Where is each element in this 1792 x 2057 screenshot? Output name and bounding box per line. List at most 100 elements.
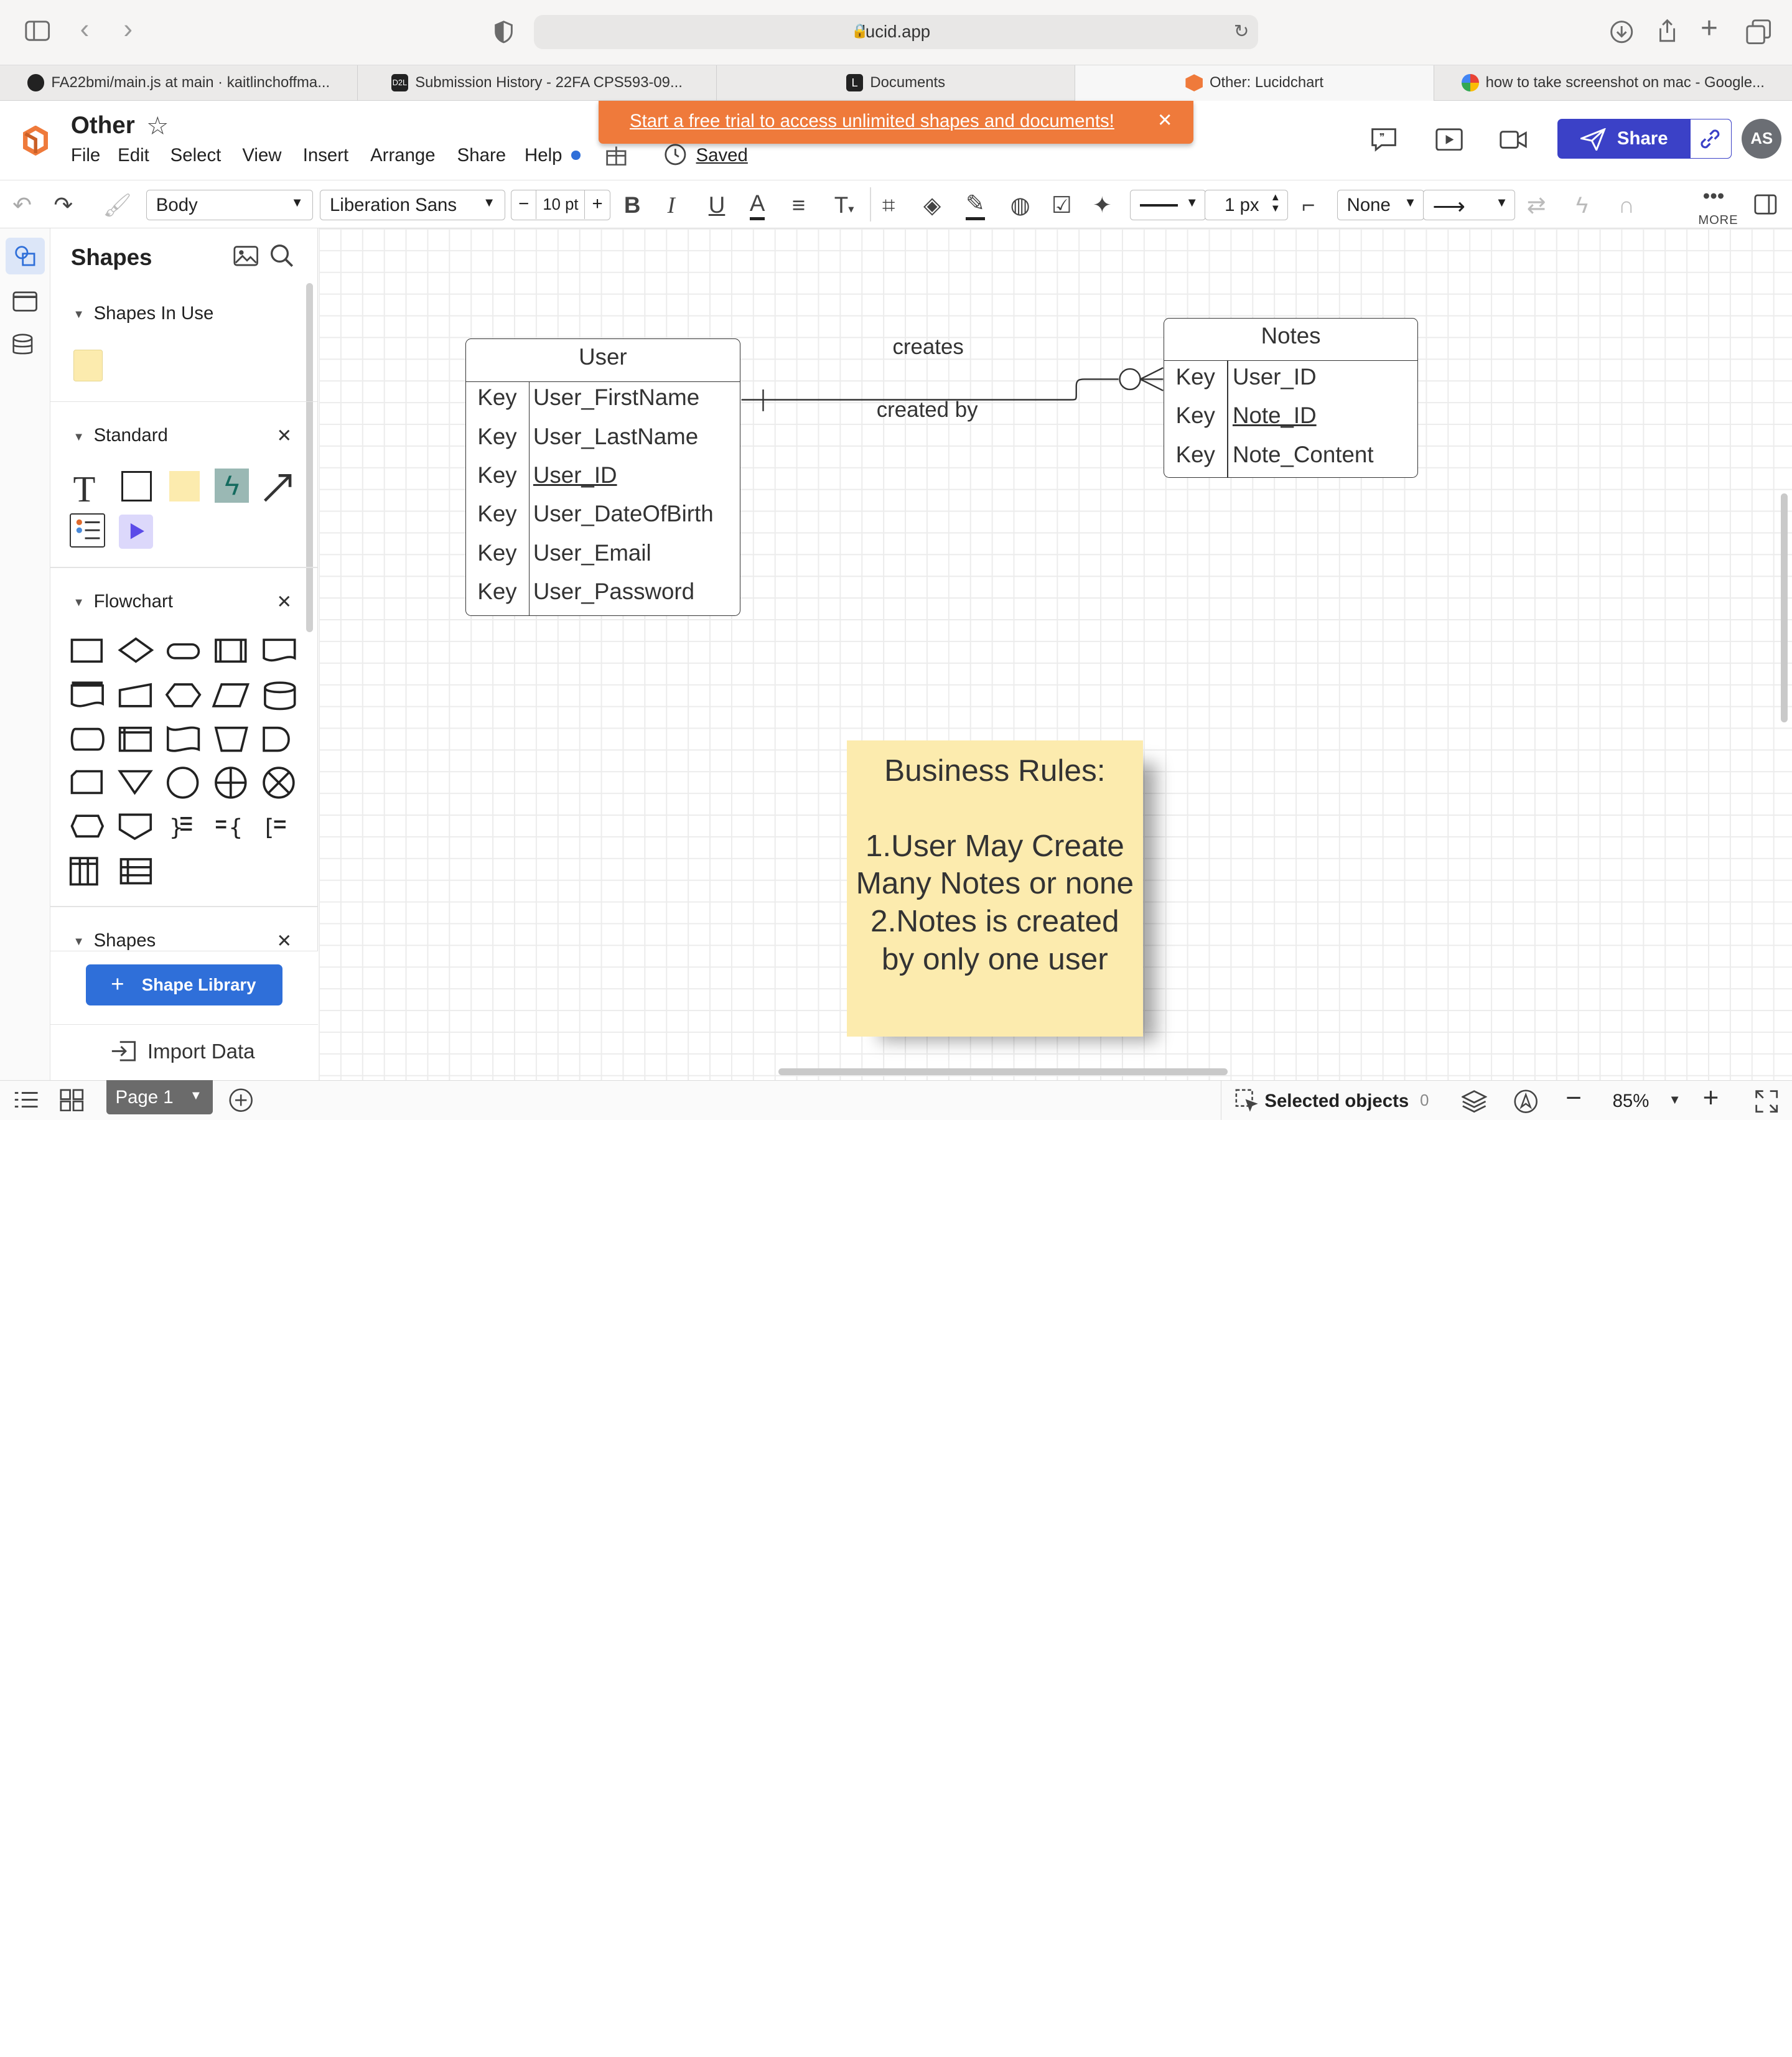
- underline-icon[interactable]: U: [708, 192, 726, 218]
- caret-down-icon[interactable]: ▼: [73, 595, 85, 609]
- tab-d2l[interactable]: D2L Submission History - 22FA CPS593-09.…: [358, 65, 717, 101]
- align-center-icon[interactable]: ≡: [791, 192, 806, 218]
- list-shape-icon[interactable]: [70, 513, 105, 548]
- key-label[interactable]: Key: [477, 385, 517, 411]
- section-standard[interactable]: Standard: [93, 425, 168, 446]
- image-search-icon[interactable]: [233, 245, 261, 273]
- field-user-dateofbirth[interactable]: User_DateOfBirth: [533, 501, 714, 527]
- redo-icon[interactable]: ↷: [54, 192, 73, 218]
- shape-library-button[interactable]: + Shape Library: [85, 964, 282, 1006]
- key-label[interactable]: Key: [477, 501, 517, 527]
- share-sheet-icon[interactable]: [1657, 18, 1678, 47]
- tab-overview-icon[interactable]: [1746, 19, 1771, 49]
- section-shapes[interactable]: Shapes: [93, 930, 156, 951]
- shield-icon[interactable]: [493, 21, 514, 47]
- new-tab-icon[interactable]: +: [1701, 11, 1718, 45]
- tab-google[interactable]: how to take screenshot on mac - Google..…: [1434, 65, 1792, 101]
- italic-icon[interactable]: I: [667, 192, 675, 218]
- saved-status[interactable]: Saved: [696, 145, 748, 166]
- key-label[interactable]: Key: [477, 539, 517, 566]
- relationship-label-created-by[interactable]: created by: [876, 398, 978, 422]
- line-color-icon[interactable]: ✎: [966, 192, 985, 220]
- relationship-label-creates[interactable]: creates: [892, 335, 964, 360]
- style-select[interactable]: Body ▼: [146, 189, 314, 221]
- notes-entity[interactable]: Notes Key User_ID Key Note_ID Key Note_C…: [1163, 317, 1419, 478]
- menu-select[interactable]: Select: [170, 145, 222, 166]
- section-flowchart[interactable]: Flowchart: [93, 590, 173, 612]
- text-options-icon[interactable]: T▾: [834, 192, 854, 218]
- font-size-stepper[interactable]: − 10 pt +: [511, 189, 610, 221]
- text-shape-icon[interactable]: T: [73, 469, 96, 510]
- swap-icon[interactable]: ⇄: [1526, 192, 1546, 218]
- action-shape-icon[interactable]: ϟ: [215, 469, 250, 503]
- page-list-icon[interactable]: [14, 1089, 39, 1115]
- magnet-icon[interactable]: ∩: [1618, 192, 1635, 218]
- business-rules-note[interactable]: Business Rules: 1.User May Create Many N…: [846, 740, 1143, 1037]
- menu-share[interactable]: Share: [457, 145, 506, 166]
- note-shape-icon[interactable]: [169, 470, 200, 502]
- field-note-id[interactable]: Note_ID: [1232, 403, 1317, 429]
- video-icon[interactable]: [1500, 129, 1527, 155]
- field-user-password[interactable]: User_Password: [533, 579, 695, 605]
- present-icon[interactable]: [1435, 128, 1463, 156]
- undo-icon[interactable]: ↶: [12, 192, 32, 218]
- shapes-tab-button[interactable]: [6, 238, 45, 274]
- avatar[interactable]: AS: [1742, 119, 1782, 159]
- search-icon[interactable]: [269, 243, 294, 273]
- entity-title[interactable]: Notes: [1164, 319, 1418, 361]
- format-painter-icon[interactable]: 🖌: [103, 192, 132, 218]
- forward-icon[interactable]: ›: [123, 14, 133, 45]
- entity-title[interactable]: User: [465, 339, 740, 383]
- rectangle-shape-icon[interactable]: [121, 470, 152, 502]
- field-user-lastname[interactable]: User_LastName: [533, 423, 699, 449]
- key-label[interactable]: Key: [477, 423, 517, 449]
- font-select[interactable]: Liberation Sans ▼: [320, 189, 505, 221]
- field-note-content[interactable]: Note_Content: [1232, 441, 1374, 467]
- text-color-icon[interactable]: A: [749, 192, 765, 220]
- navigate-icon[interactable]: [1513, 1089, 1538, 1119]
- font-size-increase-button[interactable]: +: [584, 190, 609, 219]
- lightning-icon[interactable]: ϟ: [1575, 192, 1589, 218]
- tab-documents[interactable]: L Documents: [717, 65, 1076, 101]
- menu-view[interactable]: View: [242, 145, 282, 166]
- font-size-value[interactable]: 10 pt: [543, 196, 579, 214]
- canvas-horizontal-scrollbar[interactable]: [778, 1068, 1228, 1076]
- key-label[interactable]: Key: [1175, 403, 1215, 429]
- page-grid-icon[interactable]: [59, 1088, 85, 1117]
- back-icon[interactable]: ‹: [80, 14, 90, 45]
- line-style-select[interactable]: ▼: [1130, 189, 1206, 221]
- key-label[interactable]: Key: [1175, 364, 1215, 390]
- menu-insert[interactable]: Insert: [302, 145, 349, 166]
- field-user-firstname[interactable]: User_FirstName: [533, 385, 700, 411]
- chevron-down-icon[interactable]: ▼: [1668, 1093, 1681, 1107]
- zoom-level[interactable]: 85%: [1612, 1091, 1650, 1112]
- menu-help[interactable]: Help: [525, 145, 562, 166]
- field-user-email[interactable]: User_Email: [533, 539, 651, 566]
- magic-wand-icon[interactable]: ✦: [1092, 192, 1112, 218]
- close-icon[interactable]: ✕: [276, 426, 292, 447]
- line-width-stepper[interactable]: 1 px ▲▼: [1204, 189, 1288, 221]
- key-label[interactable]: Key: [477, 462, 517, 488]
- selection-status[interactable]: Selected objects 0: [1220, 1080, 1449, 1120]
- more-label[interactable]: MORE: [1698, 213, 1738, 228]
- menu-file[interactable]: File: [70, 145, 101, 166]
- address-bar[interactable]: lucid.app 🔒 ↻: [533, 14, 1259, 49]
- field-notes-user-id[interactable]: User_ID: [1232, 364, 1317, 390]
- section-shapes-in-use[interactable]: Shapes In Use: [93, 302, 214, 324]
- diagram-canvas[interactable]: User Key User_FirstName Key User_LastNam…: [319, 228, 1792, 1080]
- conditional-format-icon[interactable]: ☑: [1051, 192, 1072, 218]
- chevron-down-icon[interactable]: ▼: [189, 1089, 202, 1103]
- caret-down-icon[interactable]: ▼: [73, 429, 85, 443]
- fullscreen-icon[interactable]: [1754, 1089, 1779, 1119]
- font-size-decrease-button[interactable]: −: [511, 190, 537, 219]
- document-title[interactable]: Other: [70, 111, 135, 139]
- field-user-id[interactable]: User_ID: [533, 462, 617, 488]
- key-label[interactable]: Key: [1175, 441, 1215, 467]
- import-data-button[interactable]: Import Data: [50, 1024, 318, 1080]
- reload-icon[interactable]: ↻: [1233, 21, 1249, 42]
- opacity-icon[interactable]: ◍: [1010, 192, 1030, 218]
- tab-lucidchart[interactable]: Other: Lucidchart: [1075, 65, 1435, 101]
- tab-github[interactable]: FA22bmi/main.js at main · kaitlinchoffma…: [0, 65, 358, 101]
- caret-down-icon[interactable]: ▼: [73, 307, 85, 321]
- relationship-connector[interactable]: [319, 228, 1792, 1080]
